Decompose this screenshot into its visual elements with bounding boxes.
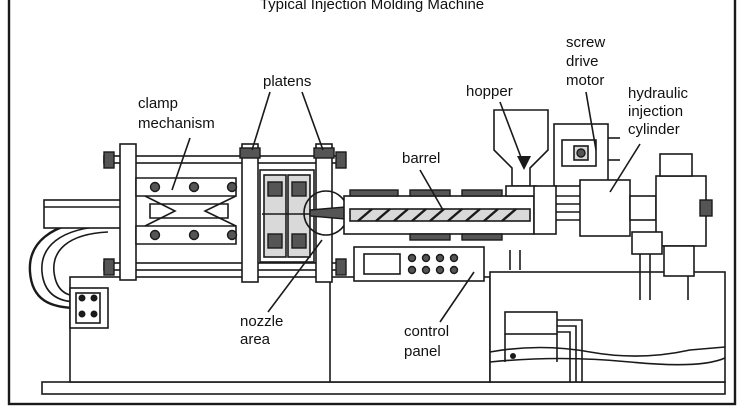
machine-base (41, 271, 726, 395)
svg-text:panel: panel (404, 343, 441, 360)
clamp-cylinder (43, 199, 125, 229)
svg-text:nozzle: nozzle (240, 313, 283, 330)
clamp-mechanism (119, 143, 238, 281)
svg-text:barrel: barrel (402, 150, 440, 167)
leader-nozzle-area (267, 239, 323, 313)
label-screw-drive-motor: screw drive motor (566, 34, 605, 151)
label-hopper: hopper (466, 83, 523, 161)
hopper (493, 109, 549, 197)
svg-text:cylinder: cylinder (628, 121, 680, 138)
label-clamp-mechanism: clamp mechanism (138, 95, 215, 191)
svg-text:clamp: clamp (138, 95, 178, 112)
svg-text:mechanism: mechanism (138, 115, 215, 132)
svg-text:screw: screw (566, 34, 605, 51)
svg-text:platens: platens (263, 73, 311, 90)
svg-text:injection: injection (628, 103, 683, 120)
diagram-frame (7, 0, 737, 406)
leader-hydraulic-injection-cylinder (609, 143, 641, 193)
label-barrel: barrel (402, 150, 444, 211)
hose-connector (69, 287, 109, 329)
control-panel (353, 246, 485, 282)
svg-text:hopper: hopper (466, 83, 513, 100)
svg-text:hydraulic: hydraulic (628, 85, 689, 102)
leader-barrel (419, 169, 444, 211)
leader-hopper (499, 101, 523, 161)
hydraulic-tank (504, 311, 583, 382)
screw (349, 208, 531, 222)
svg-text:drive: drive (566, 53, 599, 70)
label-control-panel: control panel (404, 271, 475, 360)
leader-clamp-mechanism (171, 137, 191, 191)
leader-control-panel (439, 271, 475, 323)
screw-drive-motor (533, 123, 620, 235)
leader-platen-right (301, 91, 324, 151)
leader-platen-left (251, 91, 271, 151)
label-nozzle-area: nozzle area (240, 239, 323, 348)
svg-text:control: control (404, 323, 449, 340)
svg-text:area: area (240, 331, 271, 348)
tie-bars (103, 151, 347, 276)
leader-screw-drive-motor (585, 91, 597, 151)
diagram-title: Typical Injection Molding Machine (260, 0, 484, 13)
svg-text:motor: motor (566, 72, 604, 89)
label-platens: platens (251, 73, 324, 151)
mold (259, 169, 315, 263)
hydraulic-piping (509, 231, 695, 300)
label-hydraulic-injection-cylinder: hydraulic injection cylinder (609, 85, 689, 193)
